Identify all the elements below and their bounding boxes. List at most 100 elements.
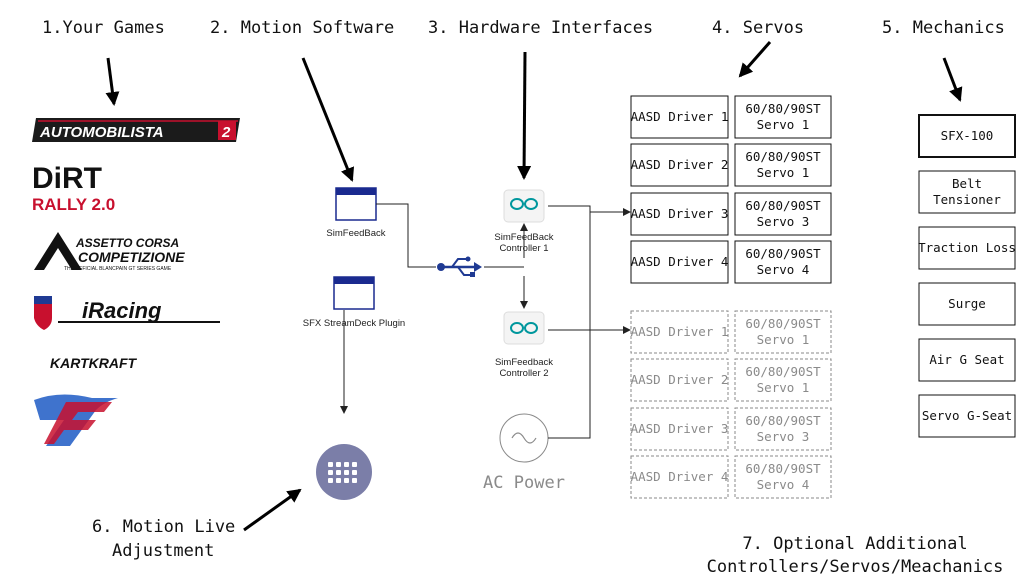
link-ac-power xyxy=(548,212,591,439)
driver-label-optional: AASD Driver 4 xyxy=(631,469,729,484)
servo-label-optional-2: Servo 3 xyxy=(757,429,810,444)
mechanic-label: Air G Seat xyxy=(929,352,1004,367)
servo-label-optional-1: 60/80/90ST xyxy=(745,364,821,379)
servo-box[interactable] xyxy=(734,240,832,284)
servo-label-1: 60/80/90ST xyxy=(745,101,821,116)
acc-mid-text: COMPETIZIONE xyxy=(78,249,185,265)
heading-motion-software: 2. Motion Software xyxy=(210,18,394,38)
link-controller-1-drivers xyxy=(548,205,631,216)
controller-2-label-1: SimFeedback xyxy=(495,357,553,368)
servo-box[interactable] xyxy=(734,95,832,139)
driver-label: AASD Driver 1 xyxy=(631,109,729,124)
simfeedback-app[interactable]: SimFeedBack xyxy=(326,187,386,239)
controller-1[interactable]: SimFeedBack Controller 1 xyxy=(494,189,554,254)
acc-sub-text: THE OFFICIAL BLANCPAIN GT SERIES GAME xyxy=(64,266,172,272)
servo-box-optional[interactable] xyxy=(734,310,832,354)
arrow-motion-software xyxy=(301,57,355,182)
servo-row-optional: AASD Driver 4 60/80/90ST Servo 4 xyxy=(630,455,832,499)
driver-box[interactable] xyxy=(630,143,729,187)
driver-label-optional: AASD Driver 3 xyxy=(631,421,729,436)
driver-box[interactable] xyxy=(630,95,729,139)
arduino-icon xyxy=(510,198,538,210)
servos-primary-group: AASD Driver 1 60/80/90ST Servo 1 AASD Dr… xyxy=(630,95,832,284)
kartkraft-text: KARTKRAFT xyxy=(50,355,138,371)
streamdeck-device[interactable] xyxy=(316,444,372,500)
servo-box[interactable] xyxy=(734,143,832,187)
servo-box-optional[interactable] xyxy=(734,407,832,451)
mechanic-label: Belt xyxy=(952,176,982,191)
mechanic-box-air-g-seat[interactable] xyxy=(918,338,1016,382)
mechanic-label: Servo G-Seat xyxy=(922,408,1012,423)
servo-row-optional: AASD Driver 2 60/80/90ST Servo 1 xyxy=(630,358,832,402)
driver-label: AASD Driver 3 xyxy=(631,206,729,221)
mechanic-label-2: Tensioner xyxy=(933,192,1001,207)
servo-label-optional-1: 60/80/90ST xyxy=(745,316,821,331)
heading-mechanics: 5. Mechanics xyxy=(882,18,1005,38)
driver-box-optional[interactable] xyxy=(630,407,729,451)
streamdeck-plugin-label: SFX StreamDeck Plugin xyxy=(303,318,405,329)
mechanic-label: Traction Loss xyxy=(918,240,1016,255)
game-logo-dirt-rally: DiRT RALLY 2.0 xyxy=(32,162,115,214)
heading-hardware-interfaces: 3. Hardware Interfaces xyxy=(428,18,653,38)
arrow-hardware xyxy=(517,51,532,180)
servo-row: AASD Driver 1 60/80/90ST Servo 1 xyxy=(630,95,832,139)
link-simfeedback-usb xyxy=(376,203,436,268)
ac-power-label: AC Power xyxy=(483,473,565,493)
game-logo-assetto-corsa: ASSETTO CORSA COMPETIZIONE THE OFFICIAL … xyxy=(34,232,185,272)
servo-label-2: Servo 1 xyxy=(757,117,810,132)
acc-top-text: ASSETTO CORSA xyxy=(75,236,179,250)
servo-label-2: Servo 3 xyxy=(757,214,810,229)
driver-label-optional: AASD Driver 2 xyxy=(631,372,729,387)
ac-power: AC Power xyxy=(483,413,565,493)
servo-label-1: 60/80/90ST xyxy=(745,149,821,164)
servo-row: AASD Driver 4 60/80/90ST Servo 4 xyxy=(630,240,832,284)
servo-box-optional[interactable] xyxy=(734,455,832,499)
mechanic-box-servo-g-seat[interactable] xyxy=(918,394,1016,438)
arrow-live-adjustment xyxy=(243,488,302,532)
streamdeck-plugin-app[interactable]: SFX StreamDeck Plugin xyxy=(303,276,405,329)
heading-servos: 4. Servos xyxy=(712,18,804,38)
servo-row-optional: AASD Driver 3 60/80/90ST Servo 3 xyxy=(630,407,832,451)
servo-row: AASD Driver 2 60/80/90ST Servo 1 xyxy=(630,143,832,187)
servos-optional-group: AASD Driver 1 60/80/90ST Servo 1 AASD Dr… xyxy=(630,310,832,499)
servo-label-optional-2: Servo 4 xyxy=(757,477,810,492)
servo-label-1: 60/80/90ST xyxy=(745,198,821,213)
controller-2-label-2: Controller 2 xyxy=(499,368,548,379)
driver-box-optional[interactable] xyxy=(630,358,729,402)
game-logo-automobilista: AUTOMOBILISTA 2 xyxy=(32,118,240,142)
servo-label-2: Servo 1 xyxy=(757,165,810,180)
driver-box-optional[interactable] xyxy=(630,310,729,354)
iracing-text: iRacing xyxy=(82,298,162,323)
heading-live-adjustment-1: 6. Motion Live xyxy=(92,517,235,537)
mechanic-box-belt-tensioner[interactable] xyxy=(918,170,1016,214)
automobilista-text: AUTOMOBILISTA xyxy=(39,124,164,141)
servo-box[interactable] xyxy=(734,192,832,236)
heading-optional-2: Controllers/Servos/Meachanics xyxy=(707,557,1004,577)
arrow-servos xyxy=(738,41,772,78)
controller-2[interactable]: SimFeedback Controller 2 xyxy=(495,311,553,379)
servo-label-optional-2: Servo 1 xyxy=(757,332,810,347)
servo-box-optional[interactable] xyxy=(734,358,832,402)
dirt-rally-text: RALLY 2.0 xyxy=(32,195,115,214)
driver-box-optional[interactable] xyxy=(630,455,729,499)
game-logo-iracing: iRacing xyxy=(34,296,220,330)
mechanic-label: Surge xyxy=(948,296,986,311)
driver-label-optional: AASD Driver 1 xyxy=(631,324,729,339)
dirt-text: DiRT xyxy=(32,162,102,195)
mechanic-box-traction-loss[interactable] xyxy=(918,226,1016,270)
arrow-games xyxy=(105,57,120,106)
mechanic-box-sfx100[interactable] xyxy=(918,114,1016,158)
driver-box[interactable] xyxy=(630,240,729,284)
driver-box[interactable] xyxy=(630,192,729,236)
servo-label-optional-1: 60/80/90ST xyxy=(745,461,821,476)
servo-label-optional-2: Servo 1 xyxy=(757,380,810,395)
mechanics-group: SFX-100 Belt Tensioner Traction Loss Sur… xyxy=(918,114,1016,438)
game-logo-kartkraft: KARTKRAFT xyxy=(50,355,138,371)
servo-label-optional-1: 60/80/90ST xyxy=(745,413,821,428)
servo-label-1: 60/80/90ST xyxy=(745,246,821,261)
mechanic-box-surge[interactable] xyxy=(918,282,1016,326)
controller-1-label-2: Controller 1 xyxy=(499,243,548,254)
heading-optional-1: 7. Optional Additional xyxy=(742,534,967,554)
arrow-mechanics xyxy=(942,57,963,102)
